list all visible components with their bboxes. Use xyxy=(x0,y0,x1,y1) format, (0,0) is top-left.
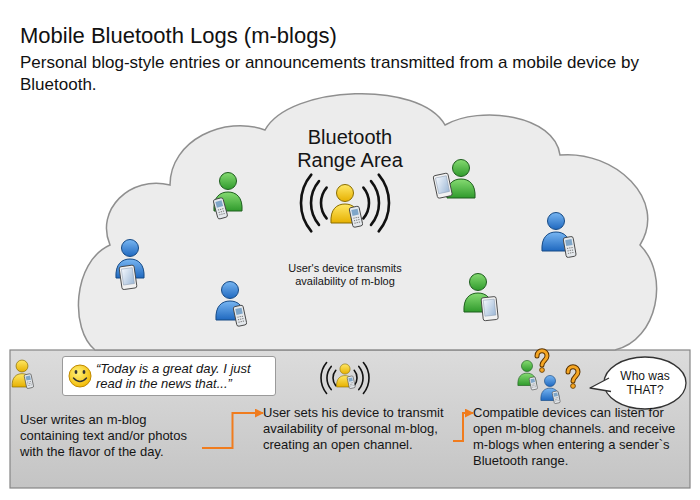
flow-arrow xyxy=(453,413,473,441)
flow-arrow xyxy=(202,413,263,448)
phone-icon xyxy=(349,206,363,228)
phone-icon xyxy=(233,305,247,327)
tablet-icon xyxy=(481,296,498,320)
listener-person xyxy=(464,274,492,313)
wave-arc xyxy=(371,181,379,225)
wave-arc xyxy=(363,188,369,219)
step-text: User sets his device to transmit availab… xyxy=(263,405,453,453)
step-box: User writes an m-blog containing text an… xyxy=(20,412,202,460)
author-person xyxy=(12,360,32,387)
phone-icon xyxy=(24,374,34,389)
tablet-icon xyxy=(433,173,452,199)
wave-arc xyxy=(363,363,369,394)
bubble-tail xyxy=(590,378,611,392)
phone-icon xyxy=(213,197,228,219)
range-cloud: Bluetooth Range AreaUser's device transm… xyxy=(70,88,670,352)
smiley-face xyxy=(69,365,91,387)
step-text: Compatible devices can listen for open m… xyxy=(473,405,683,469)
phone-icon xyxy=(529,377,538,390)
connector-layer xyxy=(202,413,473,448)
cloud-shape xyxy=(78,94,656,350)
wave-arc xyxy=(301,175,311,232)
wave-arc xyxy=(327,366,331,389)
range-note: User's device transmits availability of … xyxy=(279,262,411,288)
question-mark-icon xyxy=(568,367,578,389)
speech-text: Who was THAT? xyxy=(615,369,675,397)
sender-person xyxy=(337,364,354,387)
wave-arc xyxy=(354,370,357,385)
listener-person xyxy=(542,213,570,252)
wave-arc xyxy=(379,175,389,232)
bluetooth-waves xyxy=(321,363,369,394)
phone-icon xyxy=(552,391,560,404)
quote-bubble: “Today is a great day. I just read in th… xyxy=(62,356,276,396)
range-heading: Bluetooth Range Area xyxy=(288,126,412,172)
diagram-title: Mobile Bluetooth Logs (m-blogs) xyxy=(20,22,680,49)
bluetooth-waves xyxy=(301,175,389,232)
question-mark-icon xyxy=(537,351,547,373)
phone-icon xyxy=(563,236,576,257)
bubble-shape xyxy=(604,357,686,409)
listener-person xyxy=(447,160,475,199)
listener-person xyxy=(541,375,559,400)
listener-person xyxy=(216,282,244,321)
wave-arc xyxy=(321,188,327,219)
smiley-eye xyxy=(75,370,78,374)
wave-arc xyxy=(321,363,327,394)
bubble-tail-fill xyxy=(590,377,612,392)
smiley-eye xyxy=(83,370,86,374)
smiley-icon xyxy=(69,365,91,387)
quote-text: “Today is a great day. I just read in th… xyxy=(96,361,272,391)
speech-bubble: Who was THAT? xyxy=(588,355,688,411)
step-text: User writes an m-blog containing text an… xyxy=(20,412,202,460)
listener-person xyxy=(214,173,242,212)
step-box: User sets his device to transmit availab… xyxy=(263,405,453,453)
step-box: Compatible devices can listen for open m… xyxy=(473,405,683,469)
wave-arc xyxy=(311,181,319,225)
smiley-mouth xyxy=(74,378,87,382)
tablet-icon xyxy=(119,265,137,290)
wave-arc xyxy=(333,370,336,385)
listener-person xyxy=(518,360,536,385)
wave-arc xyxy=(359,366,363,389)
subtitle-text: Personal blog-style entries or announcem… xyxy=(20,52,692,96)
listener-person xyxy=(116,240,144,279)
phone-icon xyxy=(347,376,355,389)
sender-person xyxy=(331,185,359,224)
steps-band xyxy=(10,350,690,488)
